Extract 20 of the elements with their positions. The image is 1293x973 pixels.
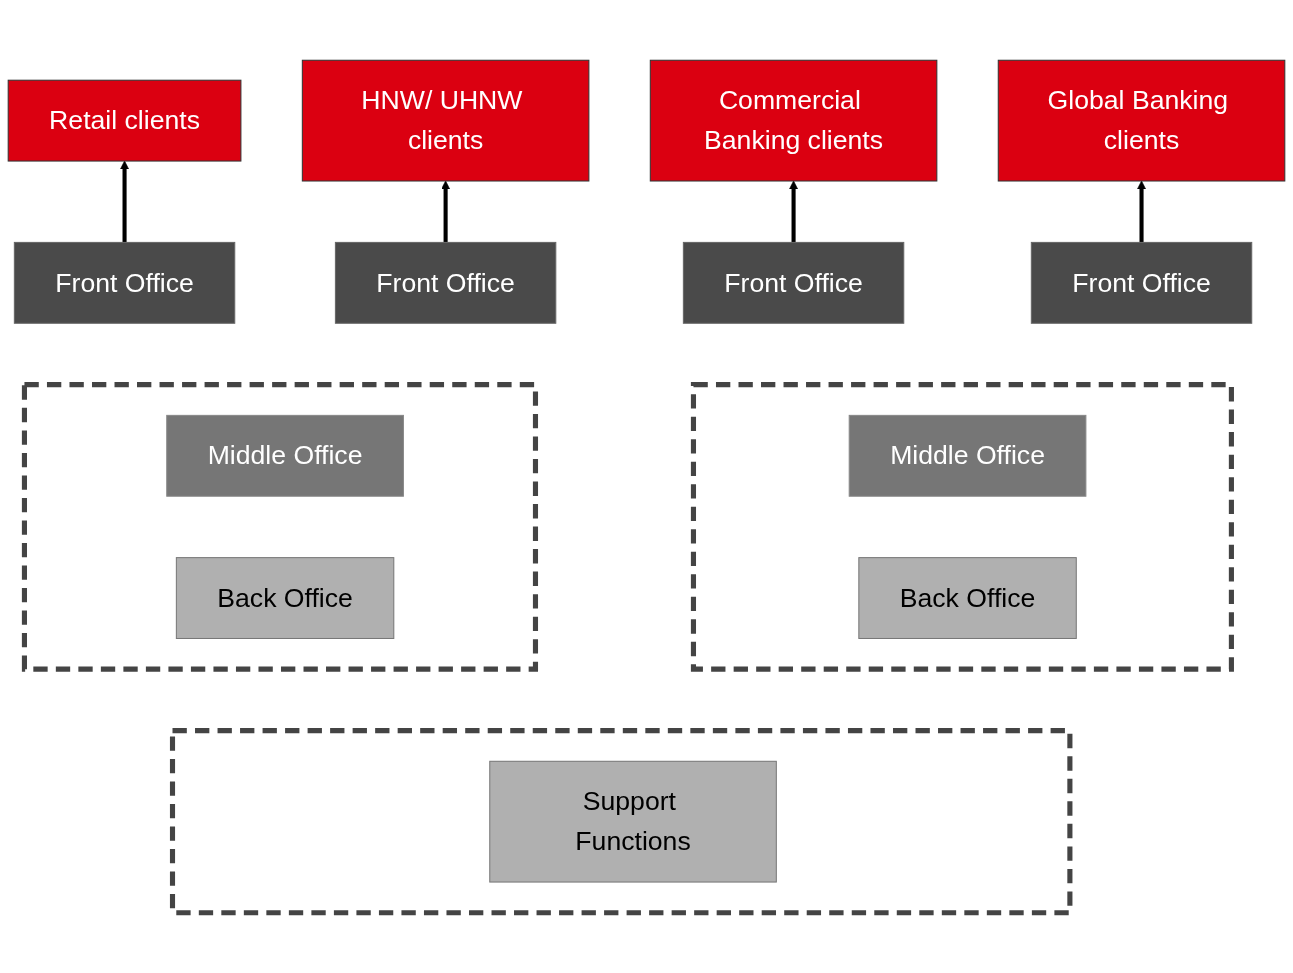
cluster: [169, 728, 1073, 916]
node-box: Global Banking clients: [997, 59, 1286, 182]
cluster: [690, 382, 1234, 672]
arrow: [120, 160, 130, 243]
arrow: [441, 180, 451, 243]
cluster: [21, 382, 539, 672]
node-box: Middle Office: [848, 414, 1087, 497]
node-box: Front Office: [334, 241, 557, 324]
node-box: Commercial Banking clients: [649, 59, 938, 182]
node-box: Middle Office: [166, 414, 404, 497]
node-box: Front Office: [1030, 241, 1253, 324]
node-box: Front Office: [682, 241, 905, 324]
node-box: Front Office: [13, 241, 236, 324]
node-box: Back Office: [858, 557, 1077, 639]
node-box: HNW/ UHNW clients: [301, 59, 590, 182]
node-box: Retail clients: [7, 79, 242, 162]
node-box: Support Functions: [489, 760, 777, 883]
arrow: [789, 180, 799, 243]
node-box: Back Office: [175, 557, 395, 639]
arrow: [1137, 180, 1147, 243]
